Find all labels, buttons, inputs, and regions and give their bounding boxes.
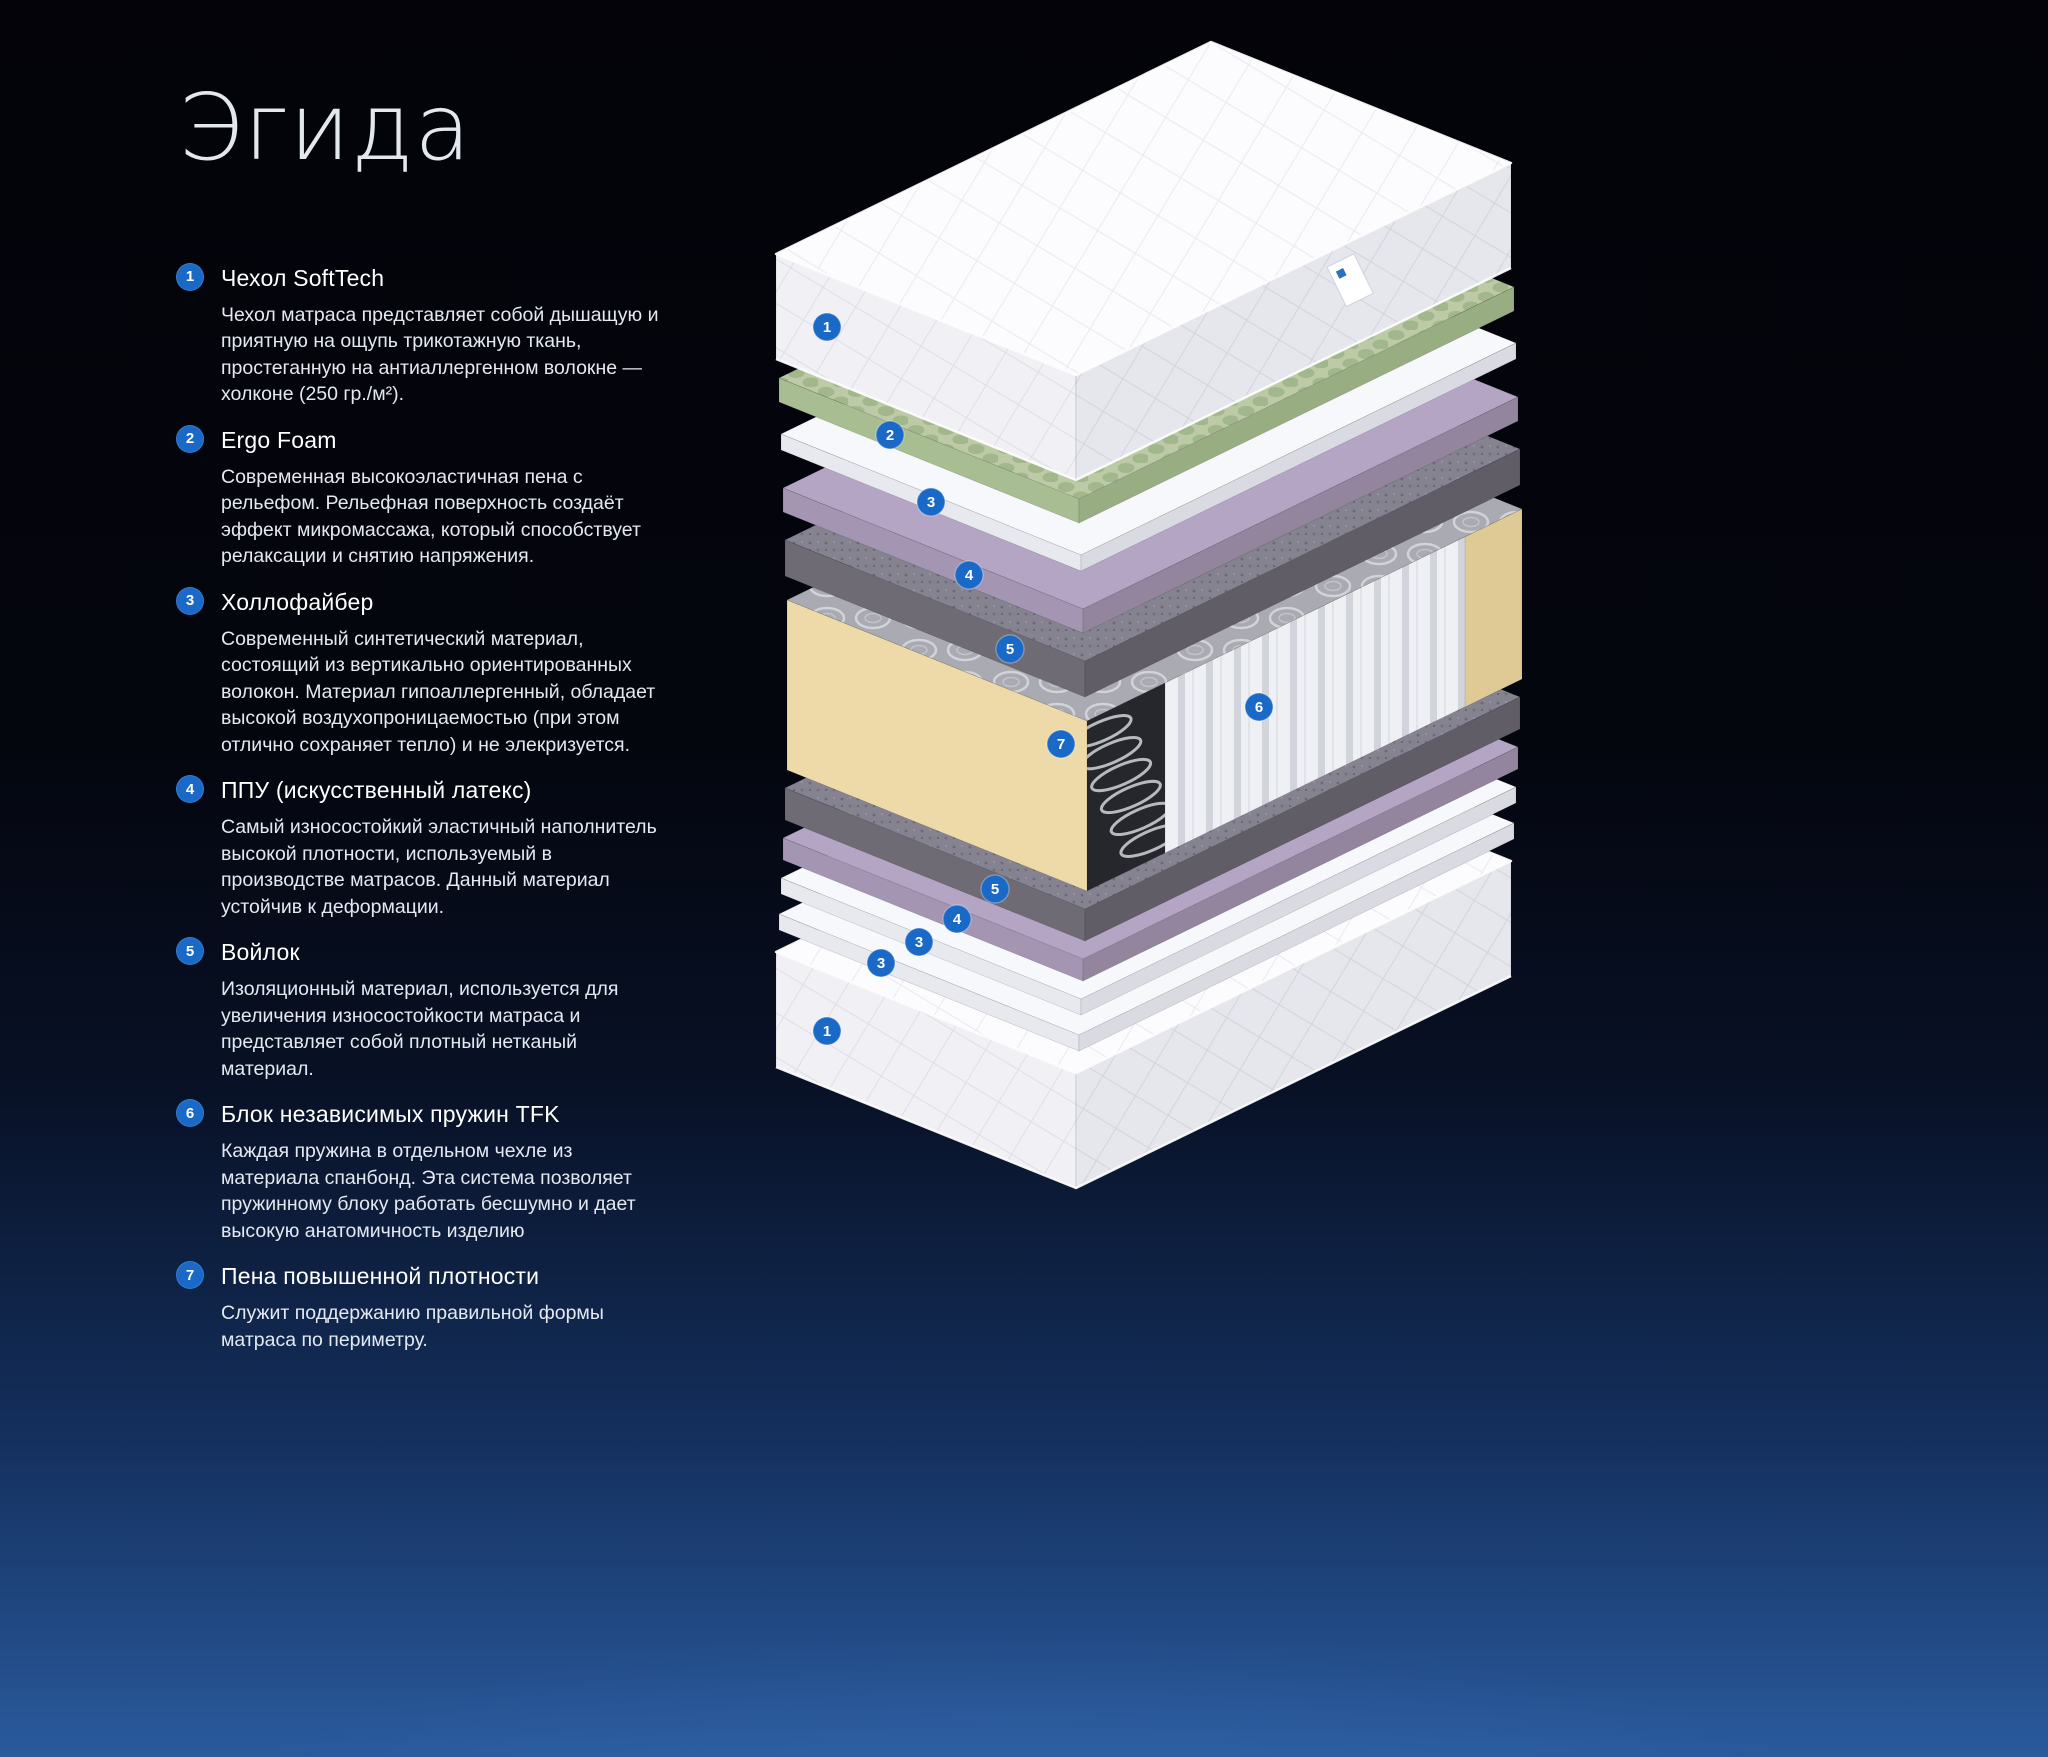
callout-label: 3 (915, 934, 923, 951)
callout-label: 2 (886, 427, 894, 444)
cover-top-bottom-tape (775, 266, 1512, 482)
callout-label: 3 (927, 494, 935, 511)
item-heading: Холлофайбер (221, 588, 374, 615)
perimeter-foam-right-post (1464, 508, 1523, 708)
item-body: Изоляционный материал, используется для … (221, 978, 619, 1080)
item-body: Современная высокоэластичная пена с рель… (221, 465, 641, 568)
item-heading: ППУ (искусственный латекс) (221, 777, 532, 804)
callout-circle (995, 634, 1025, 664)
callout-4-upper: 4 (954, 560, 984, 590)
item-heading: Пена повышенной плотности (221, 1263, 540, 1290)
cover-bottom-bottom-tape (775, 974, 1512, 1190)
item-heading: Блок независимых пружин TFK (221, 1101, 560, 1128)
callout-circle (866, 948, 896, 978)
purple-layer-right-face (1082, 746, 1519, 982)
callout-label: 4 (953, 911, 962, 928)
callout-6: 6 (1244, 692, 1274, 722)
item-body: Чехол матраса представляет собой дышащую… (221, 303, 659, 406)
callout-2: 2 (875, 420, 905, 450)
callout-circle (904, 927, 934, 957)
page-title: Эгида (178, 74, 472, 181)
list-item-springs: 6 Блок независимых пружин TFK Каждая пру… (176, 1099, 672, 1244)
item-number-badge: 7 (176, 1261, 204, 1290)
item-number-badge: 4 (176, 775, 204, 804)
list-item-dense-foam: 7 Пена повышенной плотности Служит подде… (176, 1261, 672, 1353)
callout-circle (1046, 729, 1076, 759)
item-number-badge: 3 (176, 586, 204, 615)
callout-label: 5 (991, 881, 999, 898)
item-body: Современный синтетический материал, сост… (221, 627, 656, 756)
callout-label: 6 (1255, 699, 1263, 716)
callout-label: 1 (823, 1023, 831, 1040)
item-body: Самый износостойкий эластичный наполните… (221, 816, 657, 918)
item-number-badge: 6 (176, 1099, 204, 1128)
callout-circle (1244, 692, 1274, 722)
list-item-ppu: 4 ППУ (искусственный латекс) Самый износ… (176, 775, 672, 920)
list-item-hollofiber: 3 Холлофайбер Современный синтетический … (176, 586, 672, 759)
perimeter-foam-front (786, 599, 1088, 892)
felt-layer-right-face (1084, 696, 1521, 942)
callout-circle (875, 420, 905, 450)
callout-3-lower-2: 3 (866, 948, 896, 978)
callout-4-lower: 4 (942, 904, 972, 934)
item-heading: Чехол SoftTech (221, 264, 385, 291)
callout-circle (954, 560, 984, 590)
callout-label: 1 (823, 319, 831, 336)
white-layer-right-face (1080, 786, 1517, 1016)
callout-circle (942, 904, 972, 934)
item-body: Каждая пружина в отдельном чехле из мате… (221, 1140, 636, 1242)
list-item-ergo-foam: 2 Ergo Foam Современная высокоэластичная… (176, 424, 672, 570)
item-number-badge: 5 (176, 937, 204, 966)
callout-3-upper: 3 (916, 487, 946, 517)
felt-layer-right-face (1084, 448, 1521, 698)
callout-label: 5 (1006, 641, 1014, 658)
item-heading: Войлок (221, 939, 300, 966)
callout-5-upper: 5 (995, 634, 1025, 664)
item-number-badge: 2 (176, 424, 204, 453)
callout-3-lower-1: 3 (904, 927, 934, 957)
green-layer-right-face (1078, 286, 1515, 524)
white-layer-right-face (1080, 342, 1517, 572)
callout-circle (916, 487, 946, 517)
callout-circle (812, 312, 842, 342)
callout-label: 3 (877, 955, 885, 972)
diagram-callouts: 1 2 3 4 5 6 7 (812, 312, 1274, 1046)
callout-5-lower: 5 (980, 874, 1010, 904)
coil-spring-icon (1087, 714, 1165, 858)
callout-label: 4 (965, 567, 974, 584)
callout-label: 7 (1057, 736, 1065, 753)
list-item-cover: 1 Чехол SoftTech Чехол матраса представл… (176, 262, 672, 408)
item-number-badge: 1 (176, 262, 204, 291)
mattress-exploded-diagram: 1 2 3 4 5 6 7 (774, 40, 1523, 1190)
layer-cover-top (774, 40, 1513, 482)
callout-circle (980, 874, 1010, 904)
callout-7: 7 (1046, 729, 1076, 759)
purple-layer-right-face (1082, 396, 1519, 634)
layers-description-panel: Эгида 1 Чехол SoftTech Чехол матраса пре… (176, 74, 672, 1371)
brand-tag (1326, 253, 1374, 308)
callout-circle (812, 1016, 842, 1046)
item-body: Служит поддержанию правильной формы матр… (221, 1302, 604, 1351)
callout-1-top: 1 (812, 312, 842, 342)
item-heading: Ergo Foam (221, 426, 337, 453)
callout-1-bottom: 1 (812, 1016, 842, 1046)
white-layer-right-face (1078, 822, 1515, 1052)
list-item-felt: 5 Войлок Изоляционный материал, использу… (176, 937, 672, 1082)
cover-top-top-tape (774, 40, 1513, 377)
spring-gap (1087, 683, 1165, 891)
